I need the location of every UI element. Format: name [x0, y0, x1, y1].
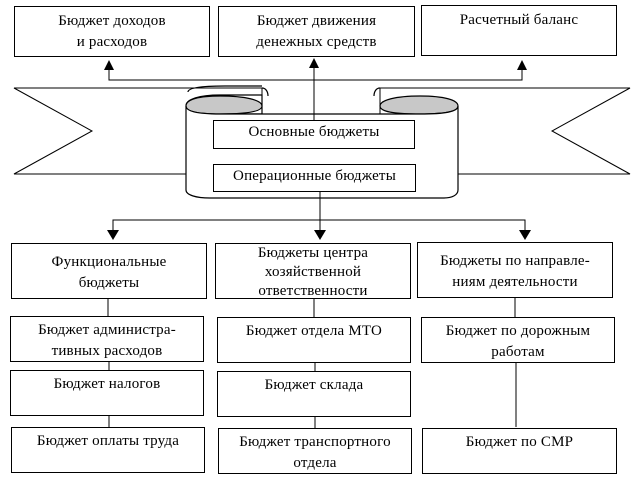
top-connectors — [108, 60, 523, 120]
box-text-line: хозяйственной — [264, 264, 362, 280]
box-settlement-balance: Расчетный баланс — [421, 5, 617, 56]
box-mto-department-budget: Бюджет отдела МТО — [217, 317, 411, 363]
arrow-down-icon — [314, 230, 326, 240]
box-text-line: Бюджет налогов — [53, 376, 161, 392]
down-arrows — [107, 230, 531, 240]
up-arrows — [104, 58, 527, 70]
column-links — [107, 297, 517, 428]
box-road-works-budget: Бюджет по дорожным работам — [421, 317, 615, 363]
arrow-down-icon — [107, 230, 119, 240]
box-text-line: отдела — [293, 455, 337, 471]
box-text-line: Расчетный баланс — [459, 12, 579, 28]
arrow-down-icon — [519, 230, 531, 240]
box-responsibility-center-budgets: Бюджеты центра хозяйственной ответственн… — [215, 243, 411, 299]
bottom-connectors — [112, 191, 526, 230]
box-text-line: Бюджет администра- — [38, 322, 176, 338]
scroll-right-fold — [379, 95, 459, 115]
box-operational-budgets: Операционные бюджеты — [213, 164, 416, 192]
box-text-line: Бюджеты центра — [257, 245, 369, 261]
scroll-left-fold — [185, 95, 263, 115]
box-transport-department-budget: Бюджет транспортного отдела — [218, 428, 412, 474]
box-text-line: бюджеты — [78, 275, 140, 291]
box-warehouse-budget: Бюджет склада — [217, 371, 411, 417]
box-text-line: ниям деятельности — [452, 274, 578, 290]
box-income-expense-budget: Бюджет доходов и расходов — [14, 6, 210, 57]
box-text-line: Бюджет по дорожным — [445, 323, 591, 339]
arrow-up-icon — [517, 60, 527, 70]
box-admin-expenses-budget: Бюджет администра- тивных расходов — [10, 316, 204, 362]
arrow-up-icon — [309, 58, 319, 68]
box-text-line: Бюджеты по направле- — [440, 253, 590, 269]
main-budgets-label: Основные бюджеты — [248, 124, 380, 140]
box-text-line: ответственности — [258, 283, 368, 299]
box-text-line: денежных средств — [256, 34, 377, 50]
box-text-line: Бюджет отдела МТО — [245, 323, 383, 339]
box-activity-area-budgets: Бюджеты по направле- ниям деятельности — [417, 242, 613, 298]
box-text-line: Бюджет движения — [256, 13, 377, 29]
box-text-line: Функциональные — [51, 254, 167, 270]
box-cash-flow-budget: Бюджет движения денежных средств — [218, 6, 415, 57]
box-text-line: работам — [491, 344, 545, 360]
box-main-budgets: Основные бюджеты — [213, 120, 415, 149]
box-text-line: Бюджет доходов — [58, 13, 166, 29]
box-text-line: Бюджет склада — [264, 377, 364, 393]
box-payroll-budget: Бюджет оплаты труда — [11, 427, 205, 473]
box-text-line: Бюджет оплаты труда — [36, 433, 180, 449]
box-functional-budgets: Функциональные бюджеты — [11, 243, 207, 299]
arrow-up-icon — [104, 60, 114, 70]
box-text-line: тивных расходов — [51, 343, 163, 359]
box-text-line: Бюджет транспортного — [239, 434, 391, 450]
operational-budgets-label: Операционные бюджеты — [233, 168, 396, 184]
box-tax-budget: Бюджет налогов — [10, 370, 204, 416]
box-text-line: и расходов — [76, 34, 148, 50]
box-construction-budget: Бюджет по СМР — [422, 428, 617, 474]
box-text-line: Бюджет по СМР — [465, 434, 574, 450]
